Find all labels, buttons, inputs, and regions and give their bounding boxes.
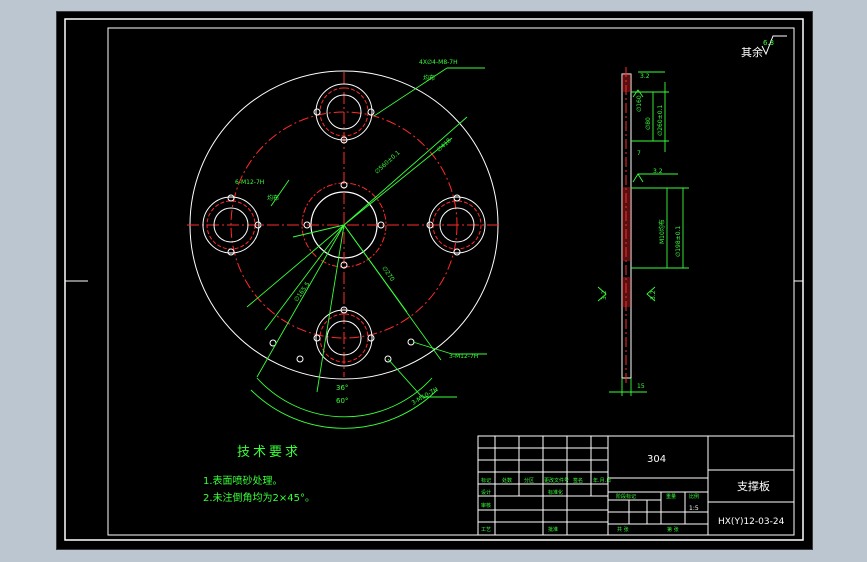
plan-view: 4X∅4-M8-7H 均布 6-M12-7H 均布 ∅560±0.1 ∅418 … (187, 59, 501, 429)
plan-dimension-lines (246, 67, 487, 429)
callout-left-sub: 均布 (267, 194, 279, 202)
roughness-mid: 3.2 (653, 168, 663, 175)
hole-lower-arc (384, 355, 392, 363)
callout-lower-right-1: 3-M12-7H (449, 353, 478, 360)
title-part-name: 支撑板 (737, 479, 770, 493)
angle-outer: 60° (336, 397, 348, 405)
side-dim-small: 7 (637, 150, 641, 157)
roughness-left: 3.2 (601, 290, 608, 300)
side-dimension-lines (597, 71, 689, 396)
side-view: 3.2 3.2 3.2 3.2 ∅160 ∅80 ∅260±0.1 M10均布 … (597, 67, 689, 396)
callout-top: 4X∅4-M8-7H (419, 59, 458, 66)
tb-sheet-no: 第 张 (667, 526, 679, 533)
side-dim-upper-1: ∅160 (636, 95, 643, 112)
tb-sheets: 共 张 (617, 526, 629, 533)
boss-top (313, 83, 375, 144)
tb-sign: 签名 (573, 477, 583, 484)
tb-change-doc: 更改文件号 (544, 477, 569, 484)
boss-bottom (313, 306, 375, 367)
dim-inner-left: ∅165.5 (293, 281, 312, 304)
side-dim-lower-1: M10均布 (658, 219, 666, 244)
tb-approve: 批准 (548, 526, 558, 533)
tech-req-item-2: 2.未注倒角均为2×45°。 (203, 491, 315, 504)
cad-drawing: 其余 6.3 (64, 18, 804, 541)
side-hatch-top (622, 74, 631, 92)
callout-top-sub: 均布 (423, 74, 435, 82)
boss-left (202, 194, 262, 256)
angle-inner: 36° (336, 384, 348, 392)
tb-process: 工艺 (481, 527, 491, 533)
roughness-symbol-icon (761, 35, 787, 56)
tb-stage-mark: 阶段标记 (616, 493, 636, 500)
tb-weight: 重量 (666, 493, 676, 500)
roughness-rest-value: 6.3 (763, 39, 774, 47)
title-block (477, 435, 795, 536)
side-dim-upper-2: ∅260±0.1 (657, 105, 664, 136)
tb-date: 年.月.日 (593, 477, 611, 484)
title-material: 304 (647, 454, 666, 465)
cad-viewport[interactable]: 其余 6.3 (56, 11, 813, 550)
tb-zone: 分区 (524, 477, 534, 484)
title-block-labels: 标记 处数 分区 更改文件号 签名 年.月.日 设计 标准化 阶段标记 重量 比… (481, 477, 699, 533)
callout-left: 6-M12-7H (235, 179, 264, 186)
roughness-rest-label: 其余 (741, 45, 763, 59)
hole-small (340, 181, 348, 189)
title-scale: 1:5 (689, 505, 699, 512)
side-dim-thickness: 15 (637, 383, 645, 390)
tb-standardize: 标准化 (548, 489, 563, 496)
tb-design: 设计 (481, 489, 491, 496)
inner-frame (107, 27, 795, 536)
roughness-right: 3.2 (650, 290, 657, 300)
hole-small (340, 261, 348, 269)
dim-inner-right: ∅270 (380, 265, 395, 283)
roughness-top: 3.2 (640, 73, 650, 80)
title-drawing-number: HX(Y)12-03-24 (718, 517, 785, 527)
hole-small (377, 221, 385, 229)
hole-small (303, 221, 311, 229)
tb-scale-label: 比例 (689, 493, 699, 500)
dim-pcd-outer: ∅560±0.1 (374, 149, 402, 175)
tb-mark: 标记 (481, 477, 491, 484)
side-dim-lower-2: ∅198±0.1 (675, 226, 682, 257)
tech-req-title: 技术要求 (237, 445, 301, 460)
outer-frame (64, 18, 804, 541)
side-dim-upper-3: ∅80 (645, 117, 652, 130)
tech-req-item-1: 1.表面喷砂处理。 (203, 474, 283, 487)
tb-review: 审核 (481, 502, 491, 509)
tb-count: 处数 (502, 477, 512, 484)
boss-right (426, 194, 486, 256)
hole-lower-arc (296, 355, 304, 363)
